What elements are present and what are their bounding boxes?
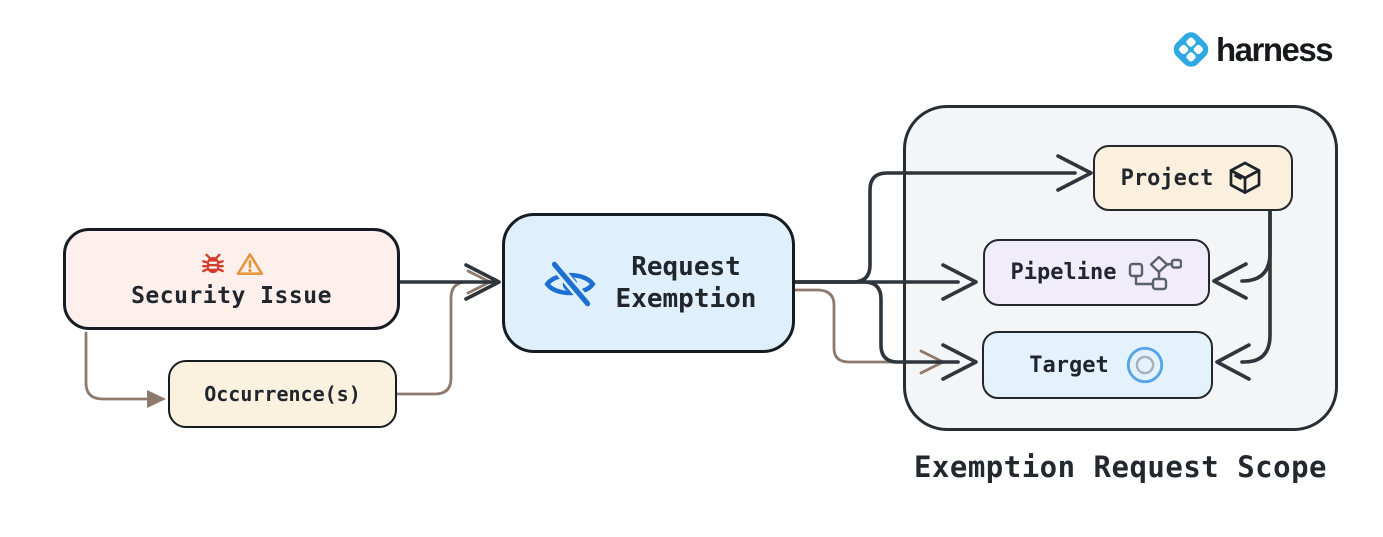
node-security-issue: Security Issue (63, 228, 400, 330)
eye-slash-icon (543, 259, 596, 309)
brand-logo: harness (1168, 28, 1334, 72)
bug-icon (202, 253, 224, 273)
node-target: Target (982, 331, 1213, 399)
occurrences-label: Occurrence(s) (204, 382, 361, 406)
node-pipeline: Pipeline (983, 239, 1210, 306)
edge-occurrences-solid-arrowhead (147, 390, 166, 408)
package-icon (1230, 161, 1261, 194)
edge-occurrences-arrowhead-chevron (466, 269, 492, 295)
edge-request-arrowhead (464, 263, 501, 301)
target-icon (1126, 346, 1163, 384)
edge-occurrences-to-request (395, 280, 473, 396)
security-issue-label: Security Issue (131, 282, 332, 309)
target-label: Target (1029, 352, 1109, 378)
warning-icon (236, 252, 264, 275)
pipeline-label: Pipeline (1010, 260, 1117, 285)
pipeline-icon (1129, 255, 1183, 290)
project-label: Project (1120, 165, 1214, 191)
harness-logo-icon (1173, 32, 1209, 67)
security-issue-icons (199, 250, 264, 278)
node-occurrences: Occurrence(s) (168, 360, 397, 428)
brand-name: harness (1216, 31, 1334, 68)
request-exemption-label: Request Exemption (615, 251, 757, 315)
exemption-scope-caption: Exemption Request Scope (913, 450, 1328, 484)
node-project: Project (1093, 145, 1293, 211)
node-request-exemption: Request Exemption (502, 213, 795, 353)
edge-security-to-occurrences (84, 331, 148, 401)
